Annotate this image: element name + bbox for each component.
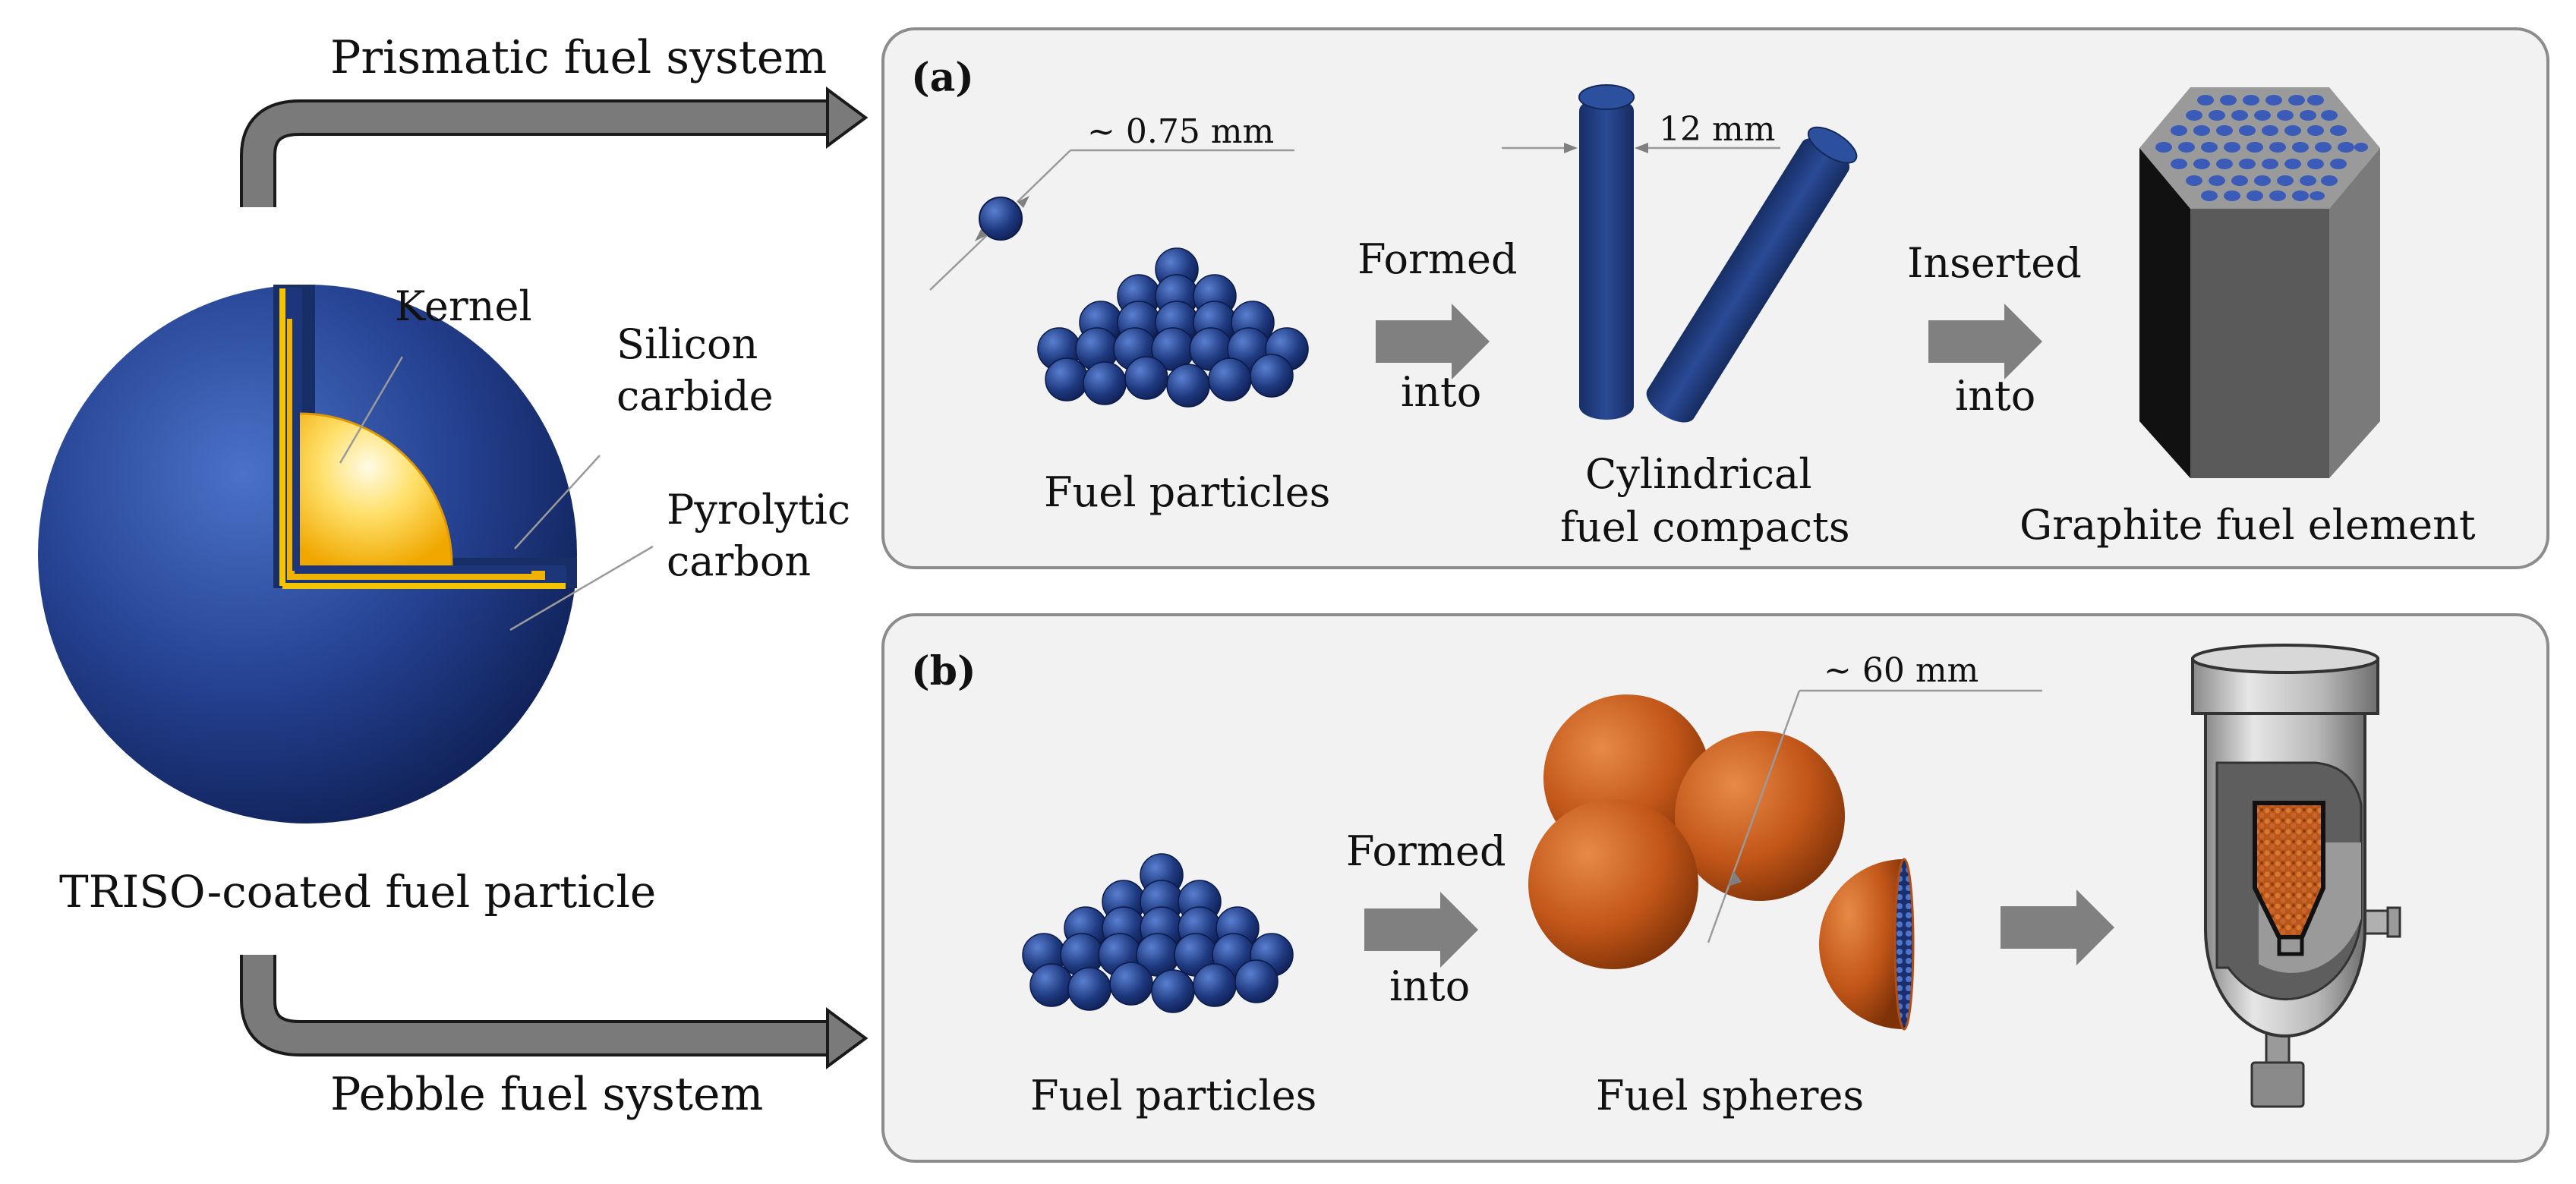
panel-a-element-label: Graphite fuel element (2019, 501, 2476, 549)
triso-particle (38, 285, 577, 823)
panel-b-step1-top: Formed (1346, 827, 1506, 875)
panel-a-step2-top: Inserted (1907, 239, 2082, 287)
cut-fuel-sphere (1819, 858, 1915, 1031)
pebble-system-arrow (240, 955, 869, 1069)
panel-b-spheres-label: Fuel spheres (1596, 1072, 1864, 1119)
pyc-label-line2: carbon (667, 537, 811, 585)
panel-a-step1-bottom: into (1401, 368, 1481, 416)
pyc-label-line1: Pyrolytic (667, 486, 850, 534)
sphere-size-leader (1707, 690, 1801, 943)
single-fuel-particle (979, 197, 1023, 241)
sic-label-line1: Silicon (616, 320, 758, 368)
sphere-size-label: ~ 60 mm (1824, 651, 1979, 690)
panel-a-compacts-line1: Cylindrical (1585, 450, 1812, 498)
panel-b-tag: (b) (911, 648, 976, 694)
compact-size-label: 12 mm (1659, 110, 1775, 149)
panel-a-tag: (a) (911, 55, 974, 101)
panel-b-step1-bottom: into (1389, 962, 1470, 1010)
panel-b-particles-label: Fuel particles (1030, 1072, 1316, 1119)
graphite-fuel-element (2139, 87, 2380, 478)
sic-label-line2: carbide (616, 372, 774, 420)
panel-a-step1-top: Formed (1357, 235, 1518, 283)
triso-caption: TRISO-coated fuel particle (59, 866, 656, 918)
kernel-leader (339, 356, 404, 464)
panel-a-particles-label: Fuel particles (1044, 468, 1330, 516)
element-coolant-holes (2155, 95, 2368, 201)
fuel-spheres (1528, 694, 1915, 1031)
panel-a-step2-bottom: into (1955, 372, 2035, 420)
prismatic-system-label: Prismatic fuel system (330, 31, 827, 84)
particle-size-leader (929, 235, 988, 291)
pebble-system-label: Pebble fuel system (330, 1068, 763, 1121)
particle-size-label: ~ 0.75 mm (1087, 112, 1274, 151)
cylindrical-fuel-compacts (1578, 84, 1858, 423)
pebble-bed-reactor (2191, 644, 2401, 1108)
pyc-leader (509, 545, 654, 631)
panel-a-compacts-line2: fuel compacts (1560, 503, 1850, 551)
particle-size-leader-upper (1017, 150, 1071, 203)
kernel-label: Kernel (395, 282, 532, 330)
prismatic-system-arrow (240, 87, 869, 207)
sic-leader (514, 455, 601, 549)
